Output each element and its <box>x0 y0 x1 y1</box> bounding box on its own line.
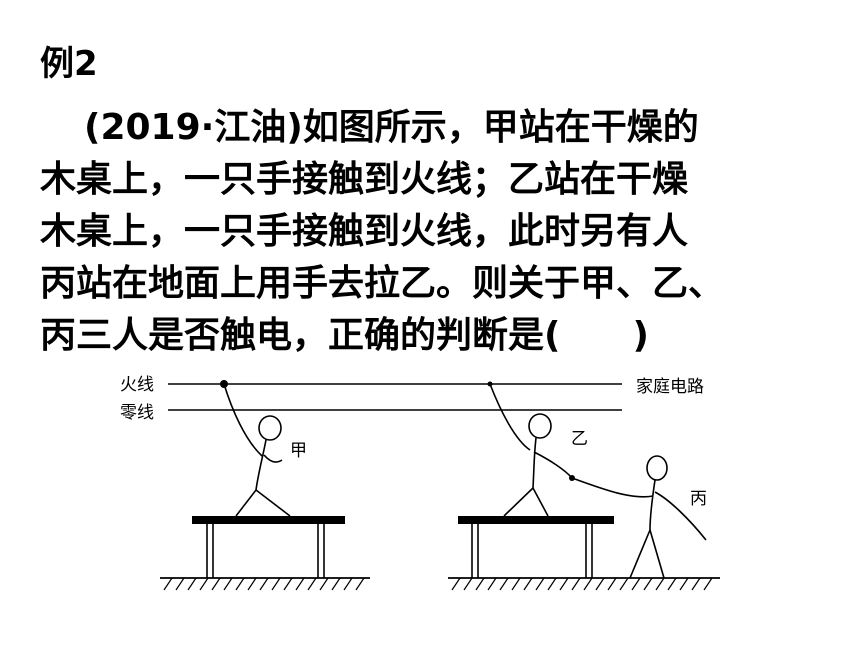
table-a <box>192 516 345 578</box>
live-wire-label: 火线 <box>120 375 154 395</box>
person-c-label: 丙 <box>690 489 707 509</box>
person-b <box>489 383 573 517</box>
question-line-2: 木桌上，一只手接触到火线；乙站在干燥 <box>40 159 689 200</box>
question-line-5: 丙三人是否触电，正确的判断是( ) <box>40 315 649 356</box>
question-line-4: 丙站在地面上用手去拉乙。则关于甲、乙、 <box>40 263 725 304</box>
example-label: 例2 <box>40 44 98 84</box>
person-a <box>223 383 291 517</box>
question-line-1: (2019·江油)如图所示，甲站在干燥的 <box>84 107 699 148</box>
person-b-label: 乙 <box>571 429 588 449</box>
person-c <box>571 455 707 579</box>
neutral-wire-label: 零线 <box>120 403 154 423</box>
circuit-label: 家庭电路 <box>636 377 704 397</box>
person-a-label: 甲 <box>290 441 307 461</box>
question-text: (2019·江油)如图所示，甲站在干燥的 木桌上，一只手接触到火线；乙站在干燥 … <box>40 102 830 362</box>
ground-b <box>448 577 720 591</box>
ground-a <box>160 577 370 591</box>
table-b <box>458 516 614 578</box>
circuit-figure: 火线 零线 家庭电路 甲 <box>120 375 720 591</box>
question-line-3: 木桌上，一只手接触到火线，此时另有人 <box>40 211 689 252</box>
